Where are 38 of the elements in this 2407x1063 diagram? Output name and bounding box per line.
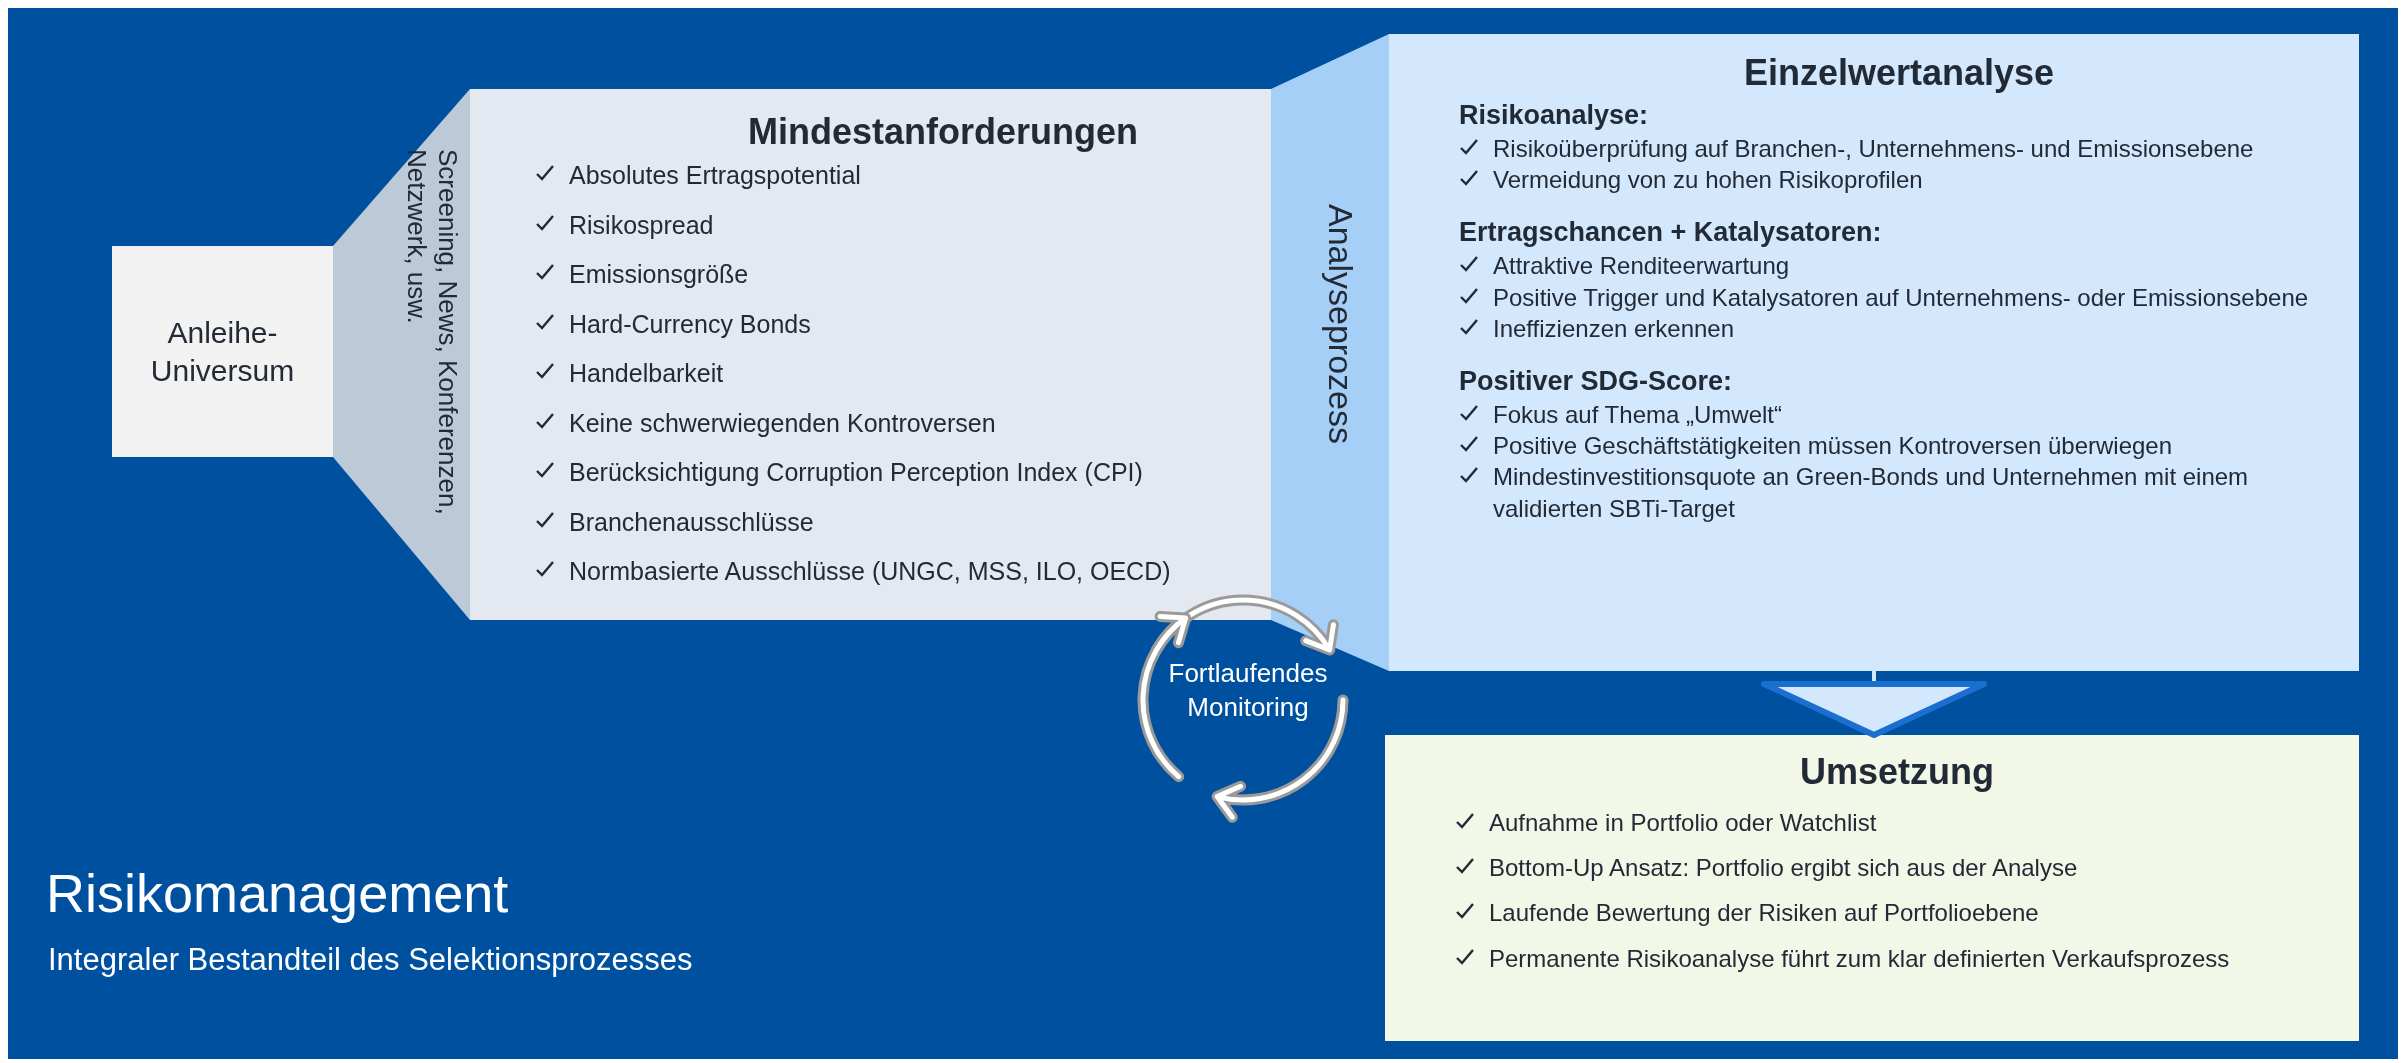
list-item: Handelbarkeit: [569, 358, 724, 389]
implementation-box: [1385, 735, 2359, 1041]
list-item: Permanente Risikoanalyse führt zum klar definierten Verkaufsprozess: [1489, 943, 2230, 974]
list-item: Emissionsgröße: [569, 259, 749, 290]
rotated-label: Screening, News, Konferenzen, Netzwerk, usw.: [400, 149, 463, 517]
list-item: Absolutes Ertragspotential: [569, 160, 861, 191]
list-item: Vermeidung von zu hohen Risikoprofilen: [1493, 165, 1923, 196]
requirements-box: [470, 89, 1271, 620]
list-item: Laufende Bewertung der Risiken auf Portfolioebene: [1489, 898, 2039, 929]
list-item: Bottom-Up Ansatz: Portfolio ergibt sich aus der Analyse: [1489, 853, 2078, 884]
start-box: [112, 246, 333, 457]
section-heading: Ertragschancen + Katalysatoren:: [1459, 217, 1883, 249]
node-label: Fortlaufendes Monitoring: [1167, 657, 1329, 724]
list-item: Ineffizienzen erkennen: [1493, 313, 1735, 344]
list-item: Risikoüberprüfung auf Branchen-, Unternehmens- und Emissionsebene: [1493, 134, 2254, 164]
list-item: Positive Trigger und Katalysatoren auf Unternehmens- oder Emissionsebene: [1493, 282, 2309, 313]
section-heading: Positiver SDG-Score:: [1459, 365, 1734, 397]
list-item: Keine schwerwiegenden Kontroversen: [569, 407, 996, 439]
box-heading: Einzelwertanalyse: [1742, 52, 2056, 94]
caption: Integraler Bestandteil des Selektionsprozesses: [48, 942, 693, 978]
section-heading: Risikoanalyse:: [1459, 100, 1650, 131]
list-item: Hard-Currency Bonds: [569, 308, 811, 340]
list-item: Risikospread: [569, 209, 714, 241]
title: Risikomanagement: [46, 862, 509, 924]
analysis-box: [1389, 34, 2359, 671]
box-heading: Umsetzung: [1799, 751, 1995, 793]
list-item: Mindestinvestitionsquote an Green-Bonds und Unternehmen mit einem validierten SBTi-Target: [1493, 462, 2250, 524]
list-item: Positive Geschäftstätigkeiten müssen Kontroversen überwiegen: [1493, 431, 2173, 462]
node-label: Anleihe-Universum: [149, 315, 296, 389]
box-heading: Mindestanforderungen: [747, 111, 1139, 153]
list-item: Branchenausschlüsse: [569, 506, 814, 538]
list-item: Berücksichtigung Corruption Perception Index (CPI): [569, 457, 1143, 488]
list-item: Normbasierte Ausschlüsse (UNGC, MSS, ILO, OECD): [569, 556, 1171, 587]
rotated-label: Analyseprozess: [1321, 204, 1361, 444]
list-item: Fokus auf Thema „Umwelt“: [1493, 399, 1782, 430]
list-item: Attraktive Renditeerwartung: [1493, 251, 1790, 282]
chevron-arrow: [1761, 671, 1987, 738]
list-item: Aufnahme in Portfolio oder Watchlist: [1489, 808, 1877, 838]
